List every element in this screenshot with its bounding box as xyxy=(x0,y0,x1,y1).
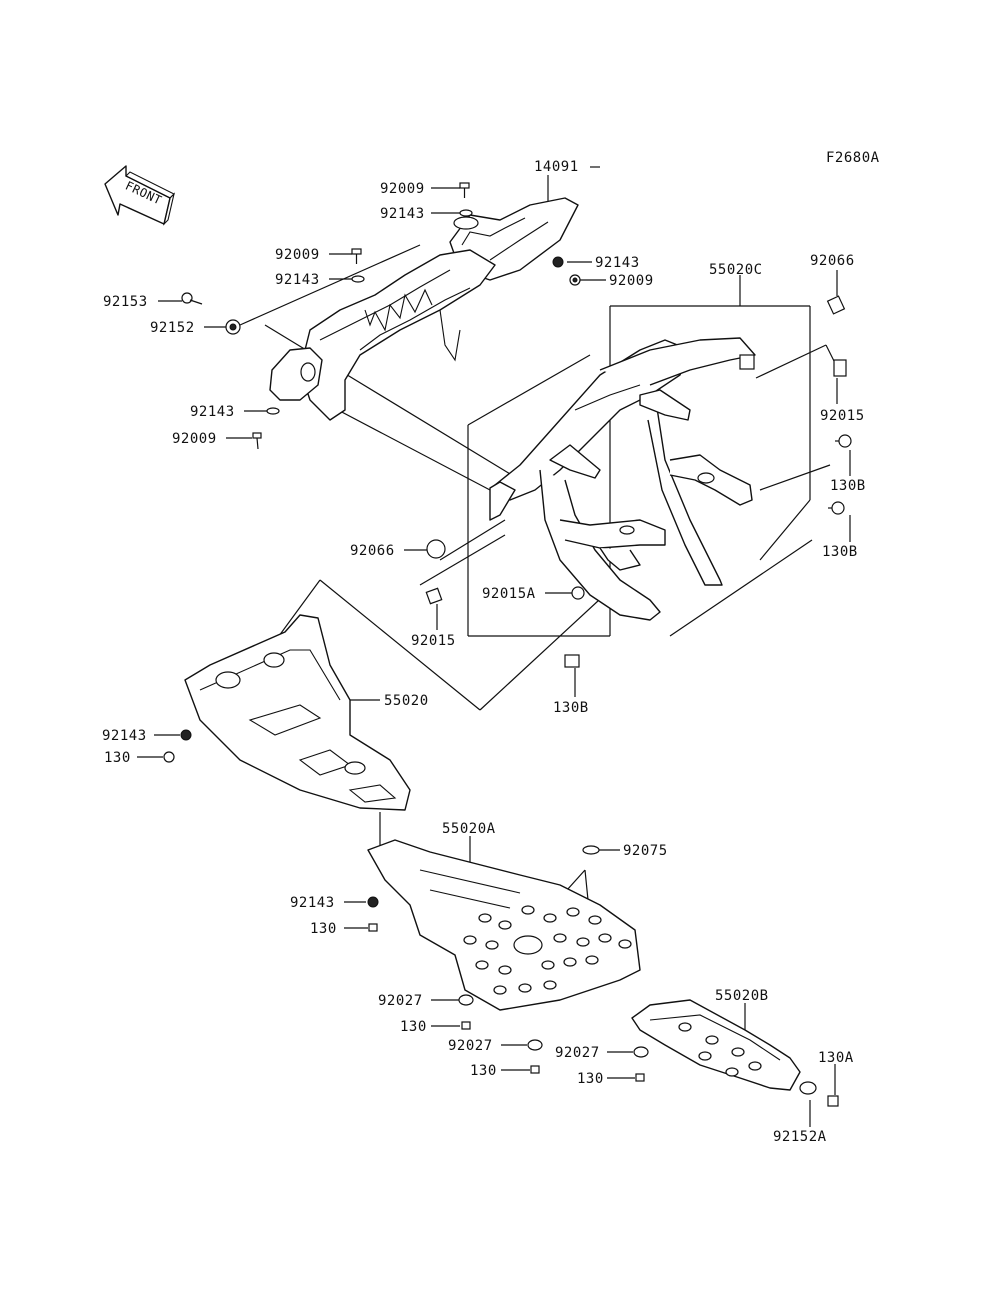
label-92143-c: 92143 xyxy=(275,272,320,288)
label-130-b: 130 xyxy=(310,921,337,937)
label-130B-b: 130B xyxy=(822,544,858,560)
label-55020A: 55020A xyxy=(442,821,496,837)
label-130-e: 130 xyxy=(577,1071,604,1087)
label-92015-b: 92015 xyxy=(411,633,456,649)
leader-lines xyxy=(137,166,851,1127)
label-92143-b: 92143 xyxy=(595,255,640,271)
label-92143-a: 92143 xyxy=(380,206,425,222)
label-92143-d: 92143 xyxy=(190,404,235,420)
diagram-code: F2680A xyxy=(826,150,880,166)
label-92009-b: 92009 xyxy=(609,273,654,289)
label-92009-d: 92009 xyxy=(172,431,217,447)
label-92143-e: 92143 xyxy=(102,728,147,744)
label-92152: 92152 xyxy=(150,320,195,336)
part-55020C-frame xyxy=(489,337,756,621)
skid-plate-holes xyxy=(463,905,632,995)
label-92009-c: 92009 xyxy=(275,247,320,263)
part-55020-guard xyxy=(184,614,411,811)
part-55020B-rear-plate xyxy=(631,999,801,1091)
label-92066-a: 92066 xyxy=(810,253,855,269)
label-130B-a: 130B xyxy=(830,478,866,494)
part-55020A-skid-plate xyxy=(367,839,641,1011)
label-55020: 55020 xyxy=(384,693,429,709)
part-number-labels: 14091 92009 92143 92143 92009 92009 9214… xyxy=(102,159,866,1145)
label-92027-a: 92027 xyxy=(378,993,423,1009)
label-130B-c: 130B xyxy=(553,700,589,716)
label-92143-f: 92143 xyxy=(290,895,335,911)
label-92153: 92153 xyxy=(103,294,148,310)
label-92075: 92075 xyxy=(623,843,668,859)
label-14091: 14091 xyxy=(534,159,579,175)
label-130-c: 130 xyxy=(400,1019,427,1035)
label-92152A: 92152A xyxy=(773,1129,827,1145)
label-92015A: 92015A xyxy=(482,586,536,602)
label-130A: 130A xyxy=(818,1050,854,1066)
upper-cover-housing xyxy=(269,249,496,421)
label-92027-c: 92027 xyxy=(555,1045,600,1061)
hardware-fasteners xyxy=(163,182,852,1107)
label-92066-b: 92066 xyxy=(350,543,395,559)
label-55020B: 55020B xyxy=(715,988,769,1004)
label-130-a: 130 xyxy=(104,750,131,766)
front-direction-arrow: FRONT xyxy=(104,165,175,226)
label-92015-a: 92015 xyxy=(820,408,865,424)
label-55020C: 55020C xyxy=(709,262,763,278)
label-130-d: 130 xyxy=(470,1063,497,1079)
label-92027-b: 92027 xyxy=(448,1038,493,1054)
label-92009-a: 92009 xyxy=(380,181,425,197)
